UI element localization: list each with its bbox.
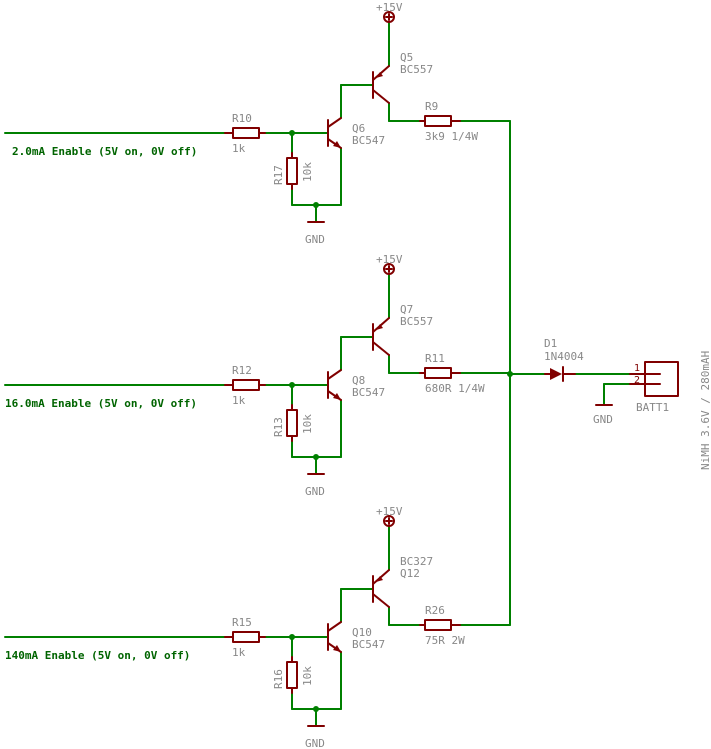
pulldown-ref: R13 xyxy=(272,417,285,437)
diode-symbol xyxy=(544,366,576,382)
npn-transistor-symbol xyxy=(327,369,342,401)
diode-ref: D1 xyxy=(544,337,557,350)
base-resistor-value: 1k xyxy=(232,394,246,407)
npn-ref: Q10 xyxy=(352,626,372,639)
pnp-label-1: BC327 xyxy=(400,555,433,568)
junction-dot xyxy=(313,202,319,208)
series-resistor-value: 3k9 1/4W xyxy=(425,130,478,143)
output-section: D1 1N4004 1 2 BATT1 NiMH 3.6V / 280mAH G… xyxy=(507,120,711,626)
series-resistor-symbol xyxy=(424,115,452,127)
stage-140ma: +15V BC327 Q12 R26 75R 2W R15 1k Q10 BC5… xyxy=(4,505,511,749)
pnp-label-2: Q12 xyxy=(400,567,420,580)
battery-ground-label: GND xyxy=(593,413,613,426)
base-resistor-ref: R15 xyxy=(232,616,252,629)
input-net-label: 2.0mA Enable (5V on, 0V off) xyxy=(12,145,197,158)
pnp-transistor-symbol xyxy=(372,317,390,356)
pnp-label-2: BC557 xyxy=(400,63,433,76)
series-resistor-value: 75R 2W xyxy=(425,634,465,647)
stage-16ma: +15V Q7 BC557 R11 680R 1/4W R12 1k Q8 BC… xyxy=(4,253,511,498)
supply-symbol xyxy=(383,515,395,527)
series-resistor-ref: R11 xyxy=(425,352,445,365)
base-resistor-symbol xyxy=(232,127,260,139)
pulldown-resistor-symbol xyxy=(286,661,298,689)
input-net-label: 140mA Enable (5V on, 0V off) xyxy=(5,649,190,662)
battery-label: NiMH 3.6V / 280mAH xyxy=(699,351,711,470)
pulldown-ref: R17 xyxy=(272,165,285,185)
junction-dot xyxy=(313,454,319,460)
npn-transistor-symbol xyxy=(327,621,342,653)
base-resistor-symbol xyxy=(232,379,260,391)
battery-ref: BATT1 xyxy=(636,401,669,414)
pnp-label-1: Q7 xyxy=(400,303,413,316)
battery-pin-2: 2 xyxy=(634,375,640,386)
pulldown-ref: R16 xyxy=(272,669,285,689)
pulldown-value: 10k xyxy=(301,162,314,182)
pnp-label-2: BC557 xyxy=(400,315,433,328)
junction-dot xyxy=(313,706,319,712)
input-net-label: 16.0mA Enable (5V on, 0V off) xyxy=(5,397,197,410)
base-resistor-value: 1k xyxy=(232,142,246,155)
junction-dot xyxy=(289,130,295,136)
ground-label: GND xyxy=(305,737,325,749)
series-resistor-value: 680R 1/4W xyxy=(425,382,485,395)
supply-symbol xyxy=(383,263,395,275)
ground-label: GND xyxy=(305,485,325,498)
pnp-transistor-symbol xyxy=(372,65,390,104)
junction-dot xyxy=(289,634,295,640)
junction-dot xyxy=(507,371,513,377)
pnp-transistor-symbol xyxy=(372,569,390,608)
supply-label: +15V xyxy=(376,505,403,518)
npn-part: BC547 xyxy=(352,386,385,399)
supply-label: +15V xyxy=(376,253,403,266)
pulldown-value: 10k xyxy=(301,666,314,686)
pnp-label-1: Q5 xyxy=(400,51,413,64)
npn-ref: Q6 xyxy=(352,122,365,135)
pulldown-value: 10k xyxy=(301,414,314,434)
battery-pin-1: 1 xyxy=(634,363,640,374)
npn-part: BC547 xyxy=(352,638,385,651)
npn-transistor-symbol xyxy=(327,117,342,149)
supply-label: +15V xyxy=(376,1,403,14)
battery-connector-symbol xyxy=(629,361,679,397)
series-resistor-symbol xyxy=(424,619,452,631)
npn-part: BC547 xyxy=(352,134,385,147)
series-resistor-ref: R9 xyxy=(425,100,438,113)
series-resistor-ref: R26 xyxy=(425,604,445,617)
npn-ref: Q8 xyxy=(352,374,365,387)
supply-symbol xyxy=(383,11,395,23)
ground-label: GND xyxy=(305,233,325,246)
pulldown-resistor-symbol xyxy=(286,409,298,437)
base-resistor-symbol xyxy=(232,631,260,643)
diode-part: 1N4004 xyxy=(544,350,584,363)
base-resistor-ref: R10 xyxy=(232,112,252,125)
pulldown-resistor-symbol xyxy=(286,157,298,185)
junction-dot xyxy=(289,382,295,388)
stage-2ma: +15V Q5 BC557 R9 3k9 1/4W R10 1k Q6 BC xyxy=(4,1,511,246)
base-resistor-value: 1k xyxy=(232,646,246,659)
base-resistor-ref: R12 xyxy=(232,364,252,377)
series-resistor-symbol xyxy=(424,367,452,379)
